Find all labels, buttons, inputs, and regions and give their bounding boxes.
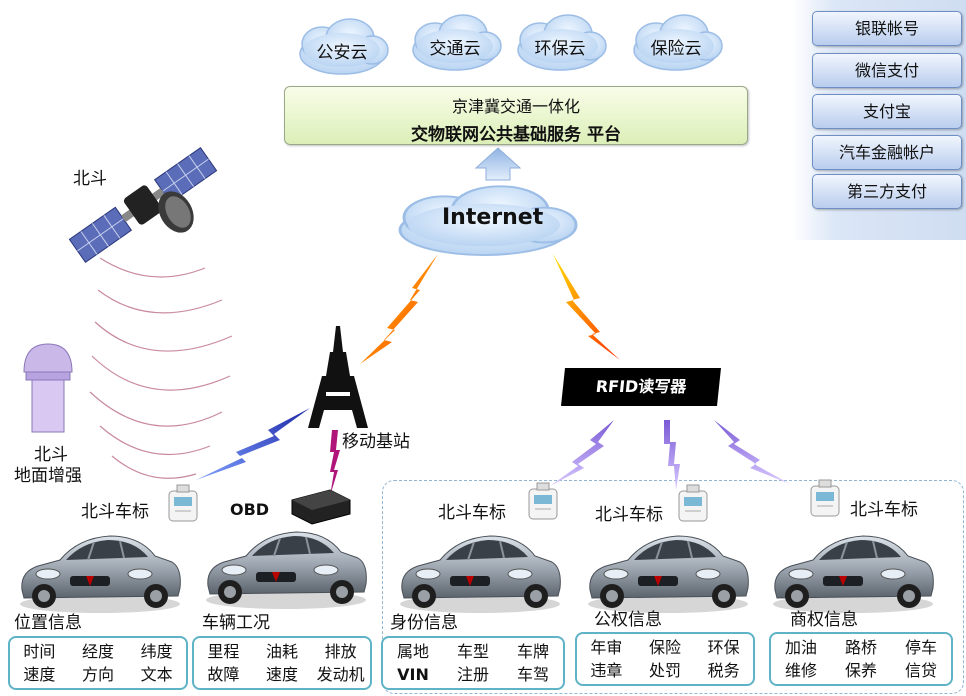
- beidou-tag-icon: [168, 484, 198, 522]
- info-item: 文本: [140, 665, 173, 684]
- beidou-tag-icon: [810, 479, 840, 517]
- info-item: 排放: [324, 642, 357, 661]
- tag-label-2: 北斗车标: [438, 503, 506, 523]
- payment-alipay[interactable]: 支付宝: [812, 94, 962, 129]
- bolt-rfid-car5: [714, 420, 790, 484]
- info-item: 车驾: [516, 665, 549, 684]
- info-item: 保养: [844, 661, 877, 680]
- car-title-location: 位置信息: [14, 613, 82, 633]
- info-item: 加油: [784, 638, 817, 657]
- info-item: 速度: [23, 665, 56, 684]
- info-item: 处罚: [648, 661, 681, 680]
- satellite-icon: [68, 146, 218, 264]
- bolt-rfid-car3: [550, 420, 614, 486]
- car-icon: [587, 535, 750, 614]
- car-icon: [772, 535, 935, 614]
- info-item: 属地: [396, 642, 429, 661]
- info-item: 纬度: [140, 642, 173, 661]
- platform-title: 交物联网公共基础服务 平台: [411, 125, 621, 145]
- info-item: 里程: [207, 642, 240, 661]
- info-item: 违章: [590, 661, 623, 680]
- bolt-tower-car1: [196, 408, 310, 480]
- internet-label: Internet: [442, 205, 544, 230]
- payment-wechat[interactable]: 微信支付: [812, 53, 962, 88]
- info-item: 发动机: [316, 665, 365, 684]
- car-icon: [205, 531, 368, 610]
- tower-label: 移动基站: [342, 432, 410, 452]
- bolt-internet-rfid: [553, 254, 620, 360]
- beidou-tag-icon: [528, 482, 558, 520]
- cloud-label-traffic: 交通云: [429, 39, 481, 59]
- info-item: 停车: [904, 638, 937, 657]
- info-item: 车型: [456, 642, 489, 661]
- tag-label-1: 北斗车标: [81, 502, 149, 522]
- ground-station-label-1: 北斗: [34, 445, 68, 465]
- service-platform-box: 京津冀交通一体化 交物联网公共基础服务 平台: [284, 86, 748, 145]
- ground-station-icon: [23, 343, 73, 433]
- rfid-region-frame: [382, 480, 964, 694]
- tag-label-4: 北斗车标: [850, 500, 918, 520]
- info-item: 保险: [648, 638, 681, 657]
- bolt-rfid-car4: [664, 420, 680, 490]
- info-item: VIN: [397, 665, 429, 684]
- cloud-label-police: 公安云: [316, 43, 368, 63]
- up-arrow-icon: [474, 147, 522, 181]
- bolt-internet-tower: [360, 254, 438, 364]
- rfid-label: RFID读写器: [594, 377, 688, 396]
- info-item: 年审: [590, 638, 623, 657]
- beidou-tag-icon: [678, 484, 708, 522]
- payment-auto-finance[interactable]: 汽车金融帐户: [812, 135, 962, 170]
- info-item: 时间: [23, 642, 56, 661]
- info-box-condition: 里程 油耗 排放 故障 速度 发动机: [192, 636, 372, 690]
- info-item: 方向: [81, 665, 114, 684]
- ground-station-label-2: 地面增强: [14, 466, 82, 486]
- info-item: 信贷: [904, 661, 937, 680]
- payment-third-party[interactable]: 第三方支付: [812, 174, 962, 209]
- info-item: 速度: [265, 665, 298, 684]
- info-item: 车牌: [516, 642, 549, 661]
- info-item: 路桥: [844, 638, 877, 657]
- info-item: 经度: [81, 642, 114, 661]
- rfid-reader: RFID读写器: [561, 368, 721, 406]
- platform-subtitle: 京津冀交通一体化: [451, 97, 580, 116]
- satellite-label: 北斗: [73, 169, 107, 189]
- bolt-tower-obd: [330, 430, 340, 496]
- tag-label-3: 北斗车标: [595, 505, 663, 525]
- obd-label: OBD: [230, 500, 270, 519]
- info-item: 注册: [456, 665, 489, 684]
- obd-device-icon: [291, 489, 351, 525]
- cloud-label-environment: 环保云: [534, 39, 586, 59]
- car-title-condition: 车辆工况: [202, 613, 270, 633]
- satellite-signal-arcs: [89, 257, 233, 479]
- info-item: 油耗: [265, 642, 298, 661]
- cloud-label-insurance: 保险云: [650, 39, 702, 59]
- car-icon: [399, 535, 562, 614]
- info-item: 维修: [784, 661, 817, 680]
- car-title-commercial: 商权信息: [790, 610, 858, 630]
- payment-unionpay[interactable]: 银联帐号: [812, 11, 962, 46]
- info-box-location: 时间 经度 纬度 速度 方向 文本: [8, 636, 188, 690]
- car-title-public: 公权信息: [594, 610, 662, 630]
- car-icon: [19, 535, 182, 614]
- info-item: 环保: [707, 638, 740, 657]
- car-title-identity: 身份信息: [390, 613, 458, 633]
- info-box-identity: 属地 车型 车牌 VIN 注册 车驾: [381, 636, 565, 690]
- info-box-public: 年审 保险 环保 违章 处罚 税务: [575, 632, 755, 686]
- info-item: 税务: [707, 661, 740, 680]
- info-item: 故障: [207, 665, 240, 684]
- cell-tower-icon: [308, 326, 368, 428]
- info-box-commercial: 加油 路桥 停车 维修 保养 信贷: [769, 632, 953, 686]
